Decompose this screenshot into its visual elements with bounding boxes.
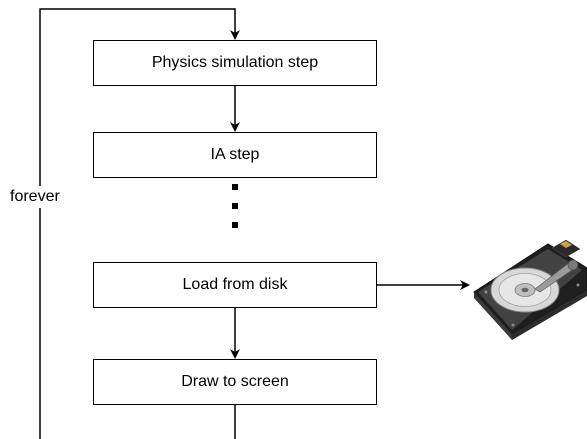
loop-back-line bbox=[39, 8, 240, 439]
hard-disk-drive-icon bbox=[473, 239, 587, 340]
ellipsis-dots bbox=[232, 184, 238, 228]
loop-label-forever: forever bbox=[10, 186, 70, 208]
step-box-load-from-disk: Load from disk bbox=[93, 262, 377, 308]
step-box-draw-to-screen: Draw to screen bbox=[93, 359, 377, 405]
step-label-ia: IA step bbox=[210, 146, 260, 163]
step-label-draw-to-screen: Draw to screen bbox=[181, 373, 289, 390]
step-box-physics-simulation: Physics simulation step bbox=[93, 40, 377, 86]
step-label-physics-simulation: Physics simulation step bbox=[151, 54, 319, 71]
step-box-ia: IA step bbox=[93, 132, 377, 178]
step-label-load-from-disk: Load from disk bbox=[182, 276, 288, 293]
